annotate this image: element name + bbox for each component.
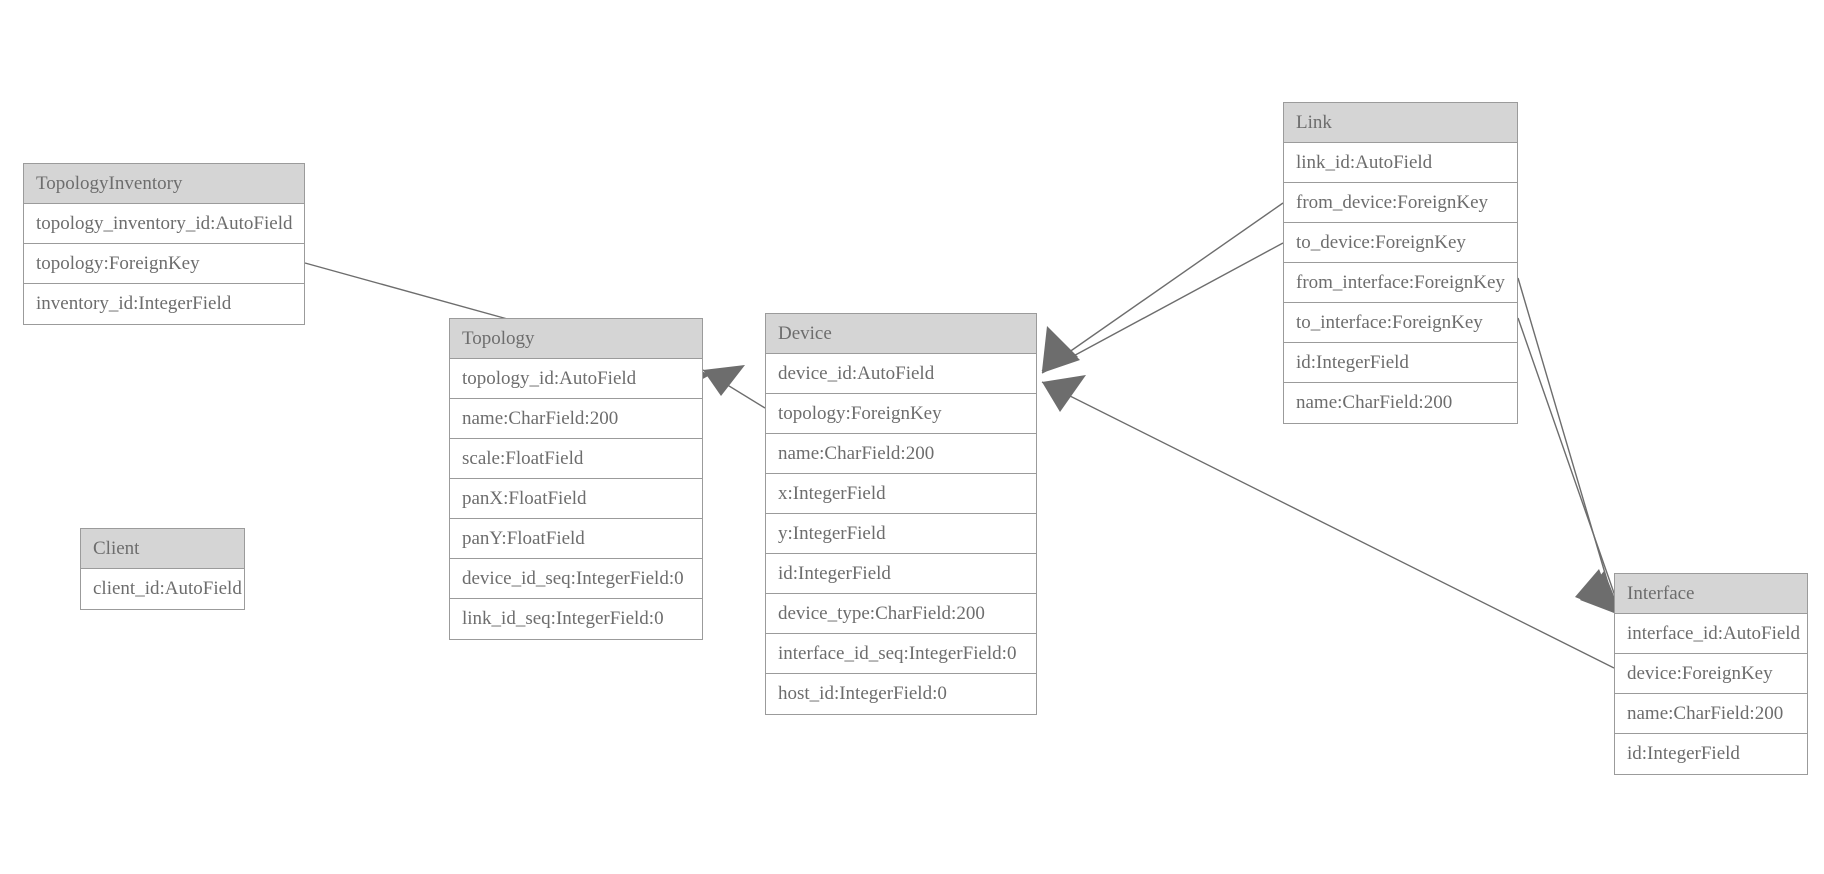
entity-field[interactable]: scale:FloatField (450, 439, 702, 479)
entity-title-topology-inventory: TopologyInventory (24, 164, 304, 204)
entity-field[interactable]: from_device:ForeignKey (1284, 183, 1517, 223)
entity-field[interactable]: device:ForeignKey (1615, 654, 1807, 694)
entity-field-list: topology_id:AutoField name:CharField:200… (450, 359, 702, 639)
edge-link-from-interface-to-interface (1517, 277, 1618, 615)
entity-field[interactable]: id:IntegerField (1284, 343, 1517, 383)
edge-link-to-interface-to-interface (1517, 317, 1623, 617)
entity-field[interactable]: device_id:AutoField (766, 354, 1036, 394)
entity-field[interactable]: x:IntegerField (766, 474, 1036, 514)
entity-title-link: Link (1284, 103, 1517, 143)
entity-field[interactable]: topology:ForeignKey (24, 244, 304, 284)
entity-field[interactable]: id:IntegerField (1615, 734, 1807, 774)
entity-field-list: link_id:AutoField from_device:ForeignKey… (1284, 143, 1517, 423)
entity-field[interactable]: from_interface:ForeignKey (1284, 263, 1517, 303)
entity-field[interactable]: device_id_seq:IntegerField:0 (450, 559, 702, 599)
entity-field[interactable]: panY:FloatField (450, 519, 702, 559)
edge-link-to-device-to-device (1041, 242, 1284, 374)
entity-topology-inventory[interactable]: TopologyInventory topology_inventory_id:… (23, 163, 305, 325)
entity-field[interactable]: to_device:ForeignKey (1284, 223, 1517, 263)
edge-link-from-device-to-device (1041, 202, 1284, 372)
entity-field[interactable]: name:CharField:200 (1615, 694, 1807, 734)
entity-field-list: interface_id:AutoField device:ForeignKey… (1615, 614, 1807, 774)
entity-field[interactable]: id:IntegerField (766, 554, 1036, 594)
entity-field[interactable]: link_id_seq:IntegerField:0 (450, 599, 702, 639)
entity-field[interactable]: interface_id_seq:IntegerField:0 (766, 634, 1036, 674)
entity-field-list: client_id:AutoField (81, 569, 244, 609)
entity-field[interactable]: client_id:AutoField (81, 569, 244, 609)
entity-field[interactable]: inventory_id:IntegerField (24, 284, 304, 324)
entity-field-list: topology_inventory_id:AutoField topology… (24, 204, 304, 324)
edge-device-to-topology (702, 365, 766, 409)
entity-link[interactable]: Link link_id:AutoField from_device:Forei… (1283, 102, 1518, 424)
entity-field[interactable]: y:IntegerField (766, 514, 1036, 554)
entity-field-list: device_id:AutoField topology:ForeignKey … (766, 354, 1036, 714)
entity-field[interactable]: name:CharField:200 (450, 399, 702, 439)
entity-title-interface: Interface (1615, 574, 1807, 614)
entity-field[interactable]: host_id:IntegerField:0 (766, 674, 1036, 714)
entity-field[interactable]: name:CharField:200 (766, 434, 1036, 474)
entity-client[interactable]: Client client_id:AutoField (80, 528, 245, 610)
entity-field[interactable]: name:CharField:200 (1284, 383, 1517, 423)
entity-field[interactable]: to_interface:ForeignKey (1284, 303, 1517, 343)
entity-field[interactable]: interface_id:AutoField (1615, 614, 1807, 654)
entity-field[interactable]: topology_id:AutoField (450, 359, 702, 399)
entity-interface[interactable]: Interface interface_id:AutoField device:… (1614, 573, 1808, 775)
entity-title-device: Device (766, 314, 1036, 354)
entity-device[interactable]: Device device_id:AutoField topology:Fore… (765, 313, 1037, 715)
entity-field[interactable]: device_type:CharField:200 (766, 594, 1036, 634)
entity-title-topology: Topology (450, 319, 702, 359)
entity-field[interactable]: link_id:AutoField (1284, 143, 1517, 183)
entity-topology[interactable]: Topology topology_id:AutoField name:Char… (449, 318, 703, 640)
entity-field[interactable]: topology_inventory_id:AutoField (24, 204, 304, 244)
entity-title-client: Client (81, 529, 244, 569)
entity-field[interactable]: topology:ForeignKey (766, 394, 1036, 434)
entity-field[interactable]: panX:FloatField (450, 479, 702, 519)
